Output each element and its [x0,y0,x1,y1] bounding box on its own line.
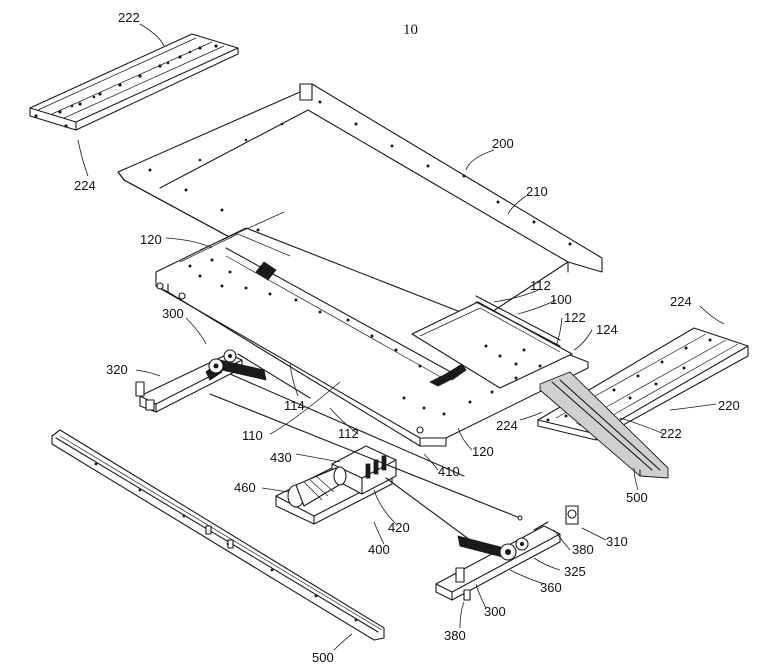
label-420: 420 [388,520,410,535]
side-plate-left [30,34,238,130]
label-122: 122 [564,310,586,325]
label-222-right: 222 [660,426,682,441]
label-110: 110 [242,428,263,443]
label-120-top: 120 [140,232,162,247]
label-400: 400 [368,542,390,557]
rail-left [52,430,384,640]
label-224-top: 224 [74,178,96,193]
label-124: 124 [596,322,618,337]
label-100: 100 [550,292,572,307]
label-380-right: 380 [572,542,594,557]
label-112-mid: 112 [338,426,359,441]
label-410: 410 [438,464,460,479]
label-112-top: 112 [530,278,551,293]
label-320: 320 [106,362,128,377]
label-300-left: 300 [162,306,184,321]
label-222-top: 222 [118,10,140,25]
label-114: 114 [284,398,305,413]
label-360: 360 [540,580,562,595]
label-200: 200 [492,136,514,151]
figure-number: 10 [403,22,418,38]
label-380-bottom: 380 [444,628,466,643]
label-224-right-top: 224 [670,294,692,309]
label-500-right: 500 [626,490,648,505]
label-500-bottom: 500 [312,650,334,665]
label-310: 310 [606,534,628,549]
label-460: 460 [234,480,256,495]
label-210: 210 [526,184,548,199]
label-325: 325 [564,564,586,579]
label-300-bottom: 300 [484,604,506,619]
label-220: 220 [718,398,740,413]
label-430: 430 [270,450,292,465]
label-120-bot: 120 [472,444,494,459]
label-224-right-mid: 224 [496,418,518,433]
